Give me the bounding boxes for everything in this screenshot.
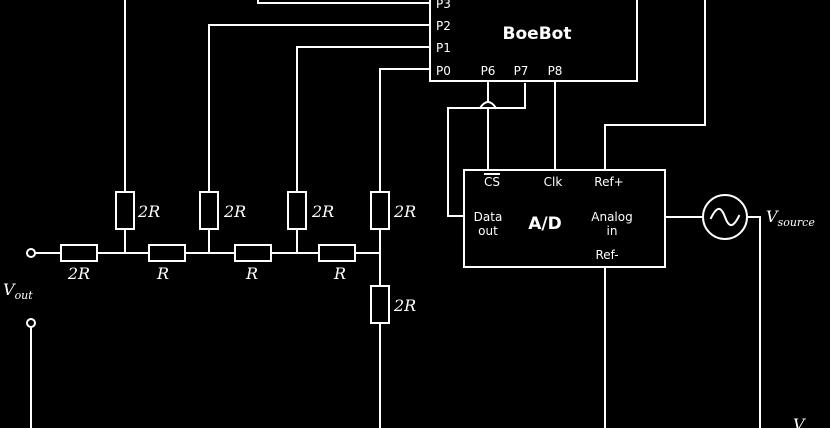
- resistor-vertical-1-label: 2R: [137, 202, 160, 221]
- boebot-block: BoeBot P3 P2 P1 P0 P6 P7 P8: [429, 0, 638, 82]
- adc-refplus-label: Ref+: [594, 175, 623, 189]
- adc-outline: [463, 169, 666, 268]
- ac-source-circle: [702, 194, 748, 240]
- adc-wires: [447, 0, 761, 428]
- adc-clk-label: Clk: [544, 175, 563, 189]
- boebot-title: BoeBot: [503, 24, 572, 44]
- sine-wave-icon: [709, 207, 741, 227]
- resistor-vertical-3-label: 2R: [311, 202, 334, 221]
- resistor-horizontal-4-label: R: [333, 264, 346, 283]
- resistor-horizontal-1-label: 2R: [67, 264, 90, 283]
- adc-analog-label-2: in: [607, 224, 618, 238]
- cut-off-label: V: [793, 415, 806, 428]
- adc-refminus-label: Ref-: [595, 248, 618, 262]
- wire-p3: [257, 0, 431, 4]
- resistor-horizontal-2-label: R: [156, 264, 169, 283]
- vout-label: Vout: [3, 280, 33, 302]
- adc-block: A/D CS Clk Ref+ Data out Analog in Ref-: [463, 169, 666, 268]
- wire-analog-source: [664, 216, 761, 428]
- ladder-verticals: [124, 228, 381, 254]
- adc-data-label-2: out: [478, 224, 498, 238]
- resistor-vertical-1: [115, 191, 135, 230]
- r2r-ladder: 2R 2R 2R 2R 2R R R R 2R: [26, 191, 416, 428]
- resistor-horizontal-2: [148, 244, 186, 262]
- resistor-bottom: [370, 285, 390, 324]
- resistor-vertical-2: [199, 191, 219, 230]
- pin-p0-label: P0: [436, 64, 451, 78]
- wire-p1: [296, 46, 431, 193]
- resistor-bottom-label: 2R: [393, 296, 416, 315]
- pin-p3-label: P3: [436, 0, 451, 11]
- pin-p1-label: P1: [436, 41, 451, 55]
- adc-data-label-1: Data: [474, 210, 503, 224]
- wire-refplus: [604, 0, 706, 171]
- ac-source: [702, 194, 748, 240]
- adc-cs-label: CS: [484, 175, 500, 189]
- resistor-vertical-4: [370, 191, 390, 230]
- vout-terminal-top: [26, 248, 36, 258]
- wire-p7-data: [447, 83, 526, 217]
- adc-title: A/D: [528, 214, 561, 234]
- boebot-wires: [124, 0, 638, 193]
- pin-p8-label: P8: [548, 64, 563, 78]
- wire-p2: [208, 24, 431, 193]
- pin-p7-label: P7: [514, 64, 529, 78]
- resistor-vertical-3: [287, 191, 307, 230]
- adc-analog-label-1: Analog: [591, 210, 632, 224]
- pin-p2-label: P2: [436, 19, 451, 33]
- wire-crossover-hop: [478, 101, 498, 110]
- vout-terminal-bottom: [26, 318, 36, 328]
- resistor-horizontal-1: [60, 244, 98, 262]
- resistor-vertical-2-label: 2R: [223, 202, 246, 221]
- resistor-horizontal-4: [318, 244, 356, 262]
- pin-p6-label: P6: [481, 64, 496, 78]
- resistor-horizontal-3: [234, 244, 272, 262]
- resistor-horizontal-3-label: R: [245, 264, 258, 283]
- vsource-label: Vsource: [766, 207, 815, 229]
- wire-p0: [379, 68, 431, 193]
- resistor-vertical-4-label: 2R: [393, 202, 416, 221]
